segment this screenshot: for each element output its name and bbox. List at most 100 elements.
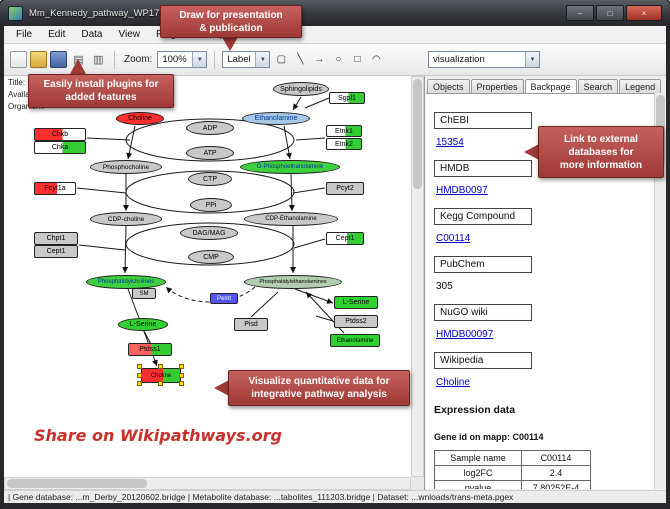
scrollbar-thumb[interactable] <box>7 479 147 488</box>
nugo-wiki-header: NuGO wiki <box>434 304 532 321</box>
pathway-node-pcyt2[interactable]: Pcyt2 <box>326 182 364 195</box>
selection-handle[interactable] <box>137 364 142 369</box>
arrow-tool-icon[interactable]: → <box>314 54 325 65</box>
pathway-node-cmp[interactable]: CMP <box>188 250 234 264</box>
pathway-node-pisd[interactable]: Pisd <box>234 318 268 331</box>
maximize-button[interactable]: □ <box>596 5 624 21</box>
pathway-node-etnk2[interactable]: Etnk2 <box>326 138 362 150</box>
selection-handle[interactable] <box>179 381 184 386</box>
pathway-node-ppi[interactable]: PPi <box>190 198 232 212</box>
pathway-node-sphingolipids[interactable]: Sphingolipids <box>273 82 329 96</box>
tab-objects[interactable]: Objects <box>427 79 470 93</box>
pathway-node-cdp-choline[interactable]: CDP-choline <box>90 212 162 226</box>
selection-handle[interactable] <box>158 364 163 369</box>
zoom-combobox[interactable]: 100% ▼ <box>157 51 208 68</box>
chebi-value[interactable]: 15354 <box>436 137 464 148</box>
scrollbar-thumb[interactable] <box>413 79 422 189</box>
tab-properties[interactable]: Properties <box>470 79 524 93</box>
pathway-node-ctp[interactable]: CTP <box>188 172 232 186</box>
selection-handle[interactable] <box>137 372 142 378</box>
dropdown-arrow-icon: ▼ <box>525 52 539 67</box>
pathway-node-atp[interactable]: ATP <box>186 146 234 160</box>
menu-view[interactable]: View <box>118 29 140 40</box>
callout-draw-presentation-tail <box>222 37 238 51</box>
pathway-node-l-serine[interactable]: L-Serine <box>334 296 378 309</box>
pathway-node-ethanolamine[interactable]: Ethanolamine <box>242 112 310 125</box>
pathway-node-o-phosphoethanolamine[interactable]: O-Phosphoethanolamine <box>240 160 340 174</box>
hmdb-value[interactable]: HMDB0097 <box>436 185 488 196</box>
line-tool-icon[interactable]: ╲ <box>297 54 304 65</box>
canvas-vertical-scrollbar[interactable] <box>411 76 424 477</box>
pathway-node-choline[interactable]: Choline <box>116 112 164 125</box>
new-file-icon[interactable] <box>10 51 27 68</box>
pathway-node-sgpl1[interactable]: Sgpl1 <box>329 92 365 104</box>
pathway-node-ptdss2[interactable]: Ptdss2 <box>334 315 378 328</box>
paste-icon[interactable]: ▥ <box>93 54 104 66</box>
pathway-node-cdp-ethanolamine[interactable]: CDP-Ethanolamine <box>244 212 338 226</box>
ellipse-tool-icon[interactable]: ○ <box>335 54 342 65</box>
save-file-icon[interactable] <box>50 51 67 68</box>
pathway-node-phosphatidylcholines[interactable]: Phosphatidylcholines <box>86 275 166 289</box>
callout-install-plugins-tail <box>70 59 86 74</box>
open-file-icon[interactable] <box>30 51 47 68</box>
pathway-node-chpt1[interactable]: Chpt1 <box>34 232 78 245</box>
pathway-node-cept1[interactable]: Cept1 <box>34 245 78 258</box>
rectangle-tool-icon[interactable]: □ <box>354 54 361 65</box>
pathway-node-dag-mag[interactable]: DAG/MAG <box>180 226 238 240</box>
titlebar[interactable]: Mm_Kennedy_pathway_WP1771_45176.gpml –□× <box>0 0 670 26</box>
menu-data[interactable]: Data <box>81 29 103 40</box>
selection-handle[interactable] <box>179 372 184 378</box>
visualization-value: visualization <box>433 54 485 65</box>
tab-legend[interactable]: Legend <box>619 79 662 93</box>
tab-search[interactable]: Search <box>577 79 619 93</box>
tab-backpage[interactable]: Backpage <box>524 79 577 94</box>
pathway-node-etnk1[interactable]: Etnk1 <box>326 125 362 137</box>
menu-file[interactable]: File <box>16 29 33 40</box>
close-button[interactable]: × <box>626 5 662 21</box>
pathway-node-sm[interactable]: SM <box>132 288 156 299</box>
pathway-node-phosphocholine[interactable]: Phosphocholine <box>90 160 162 174</box>
nugo-wiki-value[interactable]: HMDB00097 <box>436 329 494 340</box>
minimize-button[interactable]: – <box>566 5 594 21</box>
table-cell: 7.80252E-4 <box>521 480 591 489</box>
label-template-combobox[interactable]: Label ▼ <box>222 51 271 68</box>
gene-id-line: Gene id on mapp: C00114 <box>434 432 544 442</box>
pubchem-header: PubChem <box>434 256 532 273</box>
pathway-node-ethanolamine[interactable]: Ethanolamine <box>330 334 380 347</box>
pathway-node-phosphatidylethanolamines[interactable]: Phosphatidylethanolamines <box>244 275 342 289</box>
wikipedia-value[interactable]: Choline <box>436 377 470 388</box>
menu-edit[interactable]: Edit <box>48 29 66 40</box>
dropdown-arrow-icon: ▼ <box>192 52 207 67</box>
pathway-node-l-serine[interactable]: L-Serine <box>118 318 168 331</box>
arc-tool-icon[interactable]: ◠ <box>371 54 381 65</box>
pathway-node-chka[interactable]: Chka <box>34 141 86 154</box>
visualization-combobox[interactable]: visualization ▼ <box>428 51 540 68</box>
share-wikipathways-text: Share on Wikipathways.org <box>34 426 282 445</box>
window-controls: –□× <box>566 5 662 21</box>
pathway-node-adp[interactable]: ADP <box>186 121 234 135</box>
table-cell: C00114 <box>521 450 591 466</box>
pathway-node-cept1[interactable]: Cept1 <box>326 232 364 245</box>
app-icon <box>8 5 23 21</box>
pathway-node-chkb[interactable]: Chkb <box>34 128 86 141</box>
callout-external-databases-tail <box>524 144 539 160</box>
kegg-compound-header: Kegg Compound <box>434 208 532 225</box>
selection-handle[interactable] <box>179 364 184 369</box>
selection-handle[interactable] <box>137 381 142 386</box>
expression-data-title: Expression data <box>434 404 516 416</box>
pathway-node-pemt[interactable]: Pemt <box>210 293 238 304</box>
selection-handle[interactable] <box>158 381 163 386</box>
canvas-side-label: Title: <box>8 78 26 87</box>
canvas-horizontal-scrollbar[interactable] <box>4 477 411 490</box>
datanode-tool-icon[interactable]: ▢ <box>276 54 287 65</box>
status-bar: | Gene database: ...m_Derby_20120602.bri… <box>4 490 666 503</box>
pathway-node-pcyt1a[interactable]: Pcyt1a <box>34 182 76 195</box>
kegg-compound-value[interactable]: C00114 <box>436 233 471 244</box>
pathway-node-ptdss1[interactable]: Ptdss1 <box>128 343 172 356</box>
